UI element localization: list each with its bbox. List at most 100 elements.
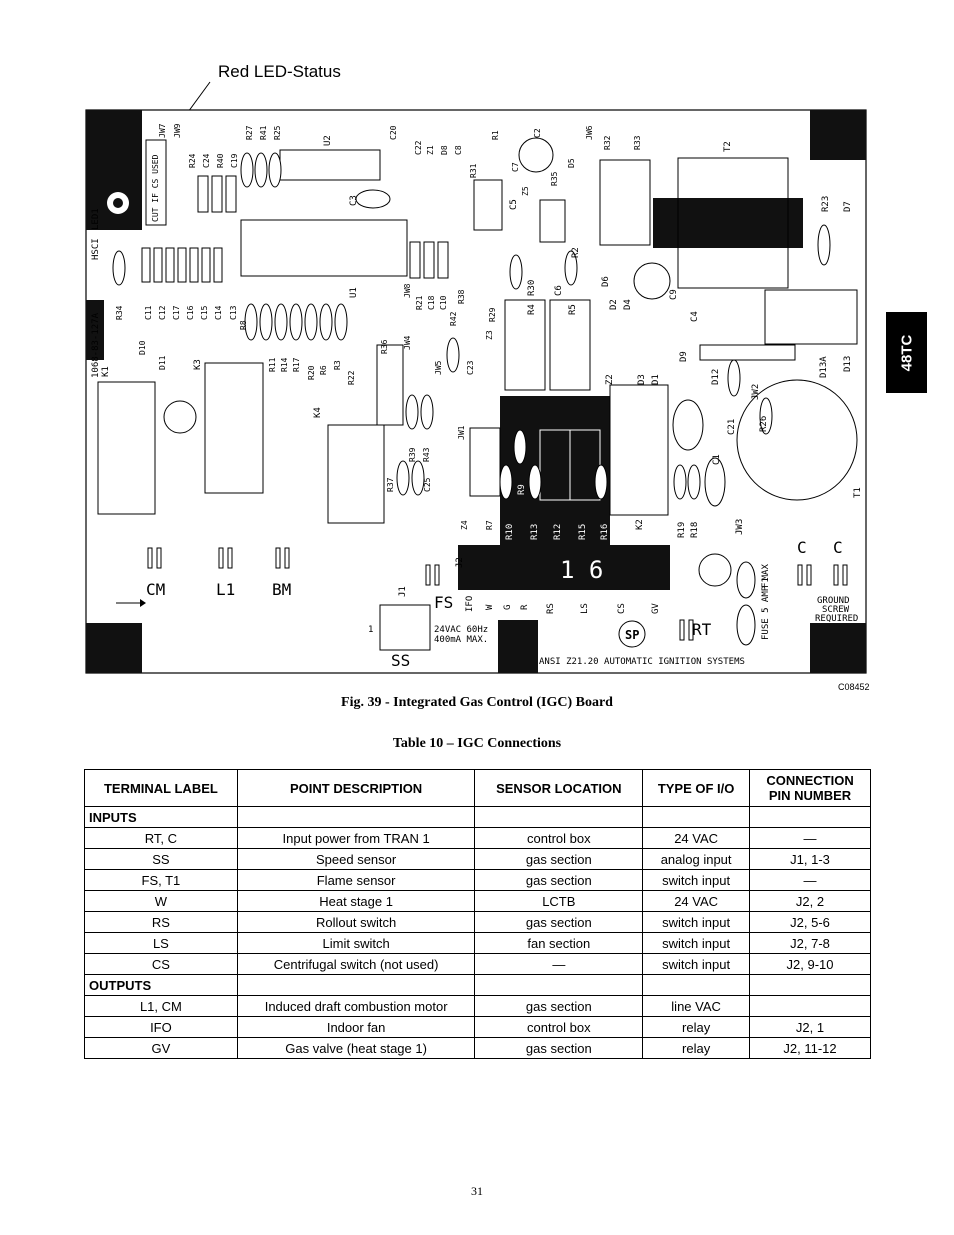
- j2-pin-labels: IFO W G R RS LS CS GV: [465, 596, 661, 614]
- svg-text:R34: R34: [115, 305, 124, 320]
- table-cell: —: [474, 953, 644, 975]
- corner-block-bottom-left: [86, 623, 142, 673]
- chip-u1: [240, 219, 408, 277]
- section-tab-48tc: 48TC: [886, 312, 927, 393]
- svg-text:R15: R15: [578, 524, 588, 540]
- component-reference-labels-left: R34 C11 C12 C17 C16 C15 C14 C13 D10 D11 …: [115, 283, 497, 530]
- misc-components: [376, 159, 796, 651]
- svg-text:D10: D10: [138, 340, 147, 355]
- svg-text:D9: D9: [679, 351, 689, 362]
- svg-text:R11: R11: [268, 357, 277, 372]
- j2-connector-block: [458, 545, 670, 590]
- table-section-row: INPUTS: [84, 806, 871, 828]
- svg-text:D11: D11: [158, 355, 167, 370]
- page-number: 31: [471, 1184, 483, 1198]
- relay-k4-label: K4: [313, 407, 323, 418]
- table-cell: RS: [84, 911, 238, 933]
- svg-text:R: R: [520, 604, 530, 610]
- table-cell: line VAC: [642, 995, 751, 1017]
- table-cell: J2, 11-12: [749, 1037, 871, 1059]
- table-cell: CS: [84, 953, 238, 975]
- screw-label: SCREW: [822, 605, 850, 615]
- table-cell: J2, 5-6: [749, 911, 871, 933]
- svg-text:C4: C4: [690, 311, 700, 322]
- svg-text:R36: R36: [380, 339, 389, 354]
- table-header-row: TERMINAL LABEL POINT DESCRIPTION SENSOR …: [84, 769, 871, 807]
- table-cell: gas section: [474, 995, 644, 1017]
- svg-text:Z2: Z2: [605, 374, 615, 385]
- header-sensor-location: SENSOR LOCATION: [474, 769, 644, 807]
- component-reference-labels: JW7 JW9 R24 C24 R40 C19 R27 R41 R25 C20 …: [158, 123, 642, 196]
- svg-text:C20: C20: [389, 125, 398, 140]
- svg-text:R2: R2: [571, 247, 581, 258]
- svg-text:W: W: [485, 604, 495, 610]
- resistor-ellipses: [112, 152, 831, 500]
- table-cell: J2, 2: [749, 890, 871, 912]
- svg-text:C19: C19: [230, 153, 239, 168]
- table-cell: LCTB: [474, 890, 644, 912]
- svg-text:D1: D1: [651, 374, 661, 385]
- svg-text:JW4: JW4: [403, 335, 412, 350]
- svg-text:D2: D2: [609, 299, 619, 310]
- table-cell: [474, 974, 644, 996]
- svg-text:C12: C12: [158, 305, 167, 320]
- svg-text:R42: R42: [449, 311, 458, 326]
- header-type-of-io: TYPE OF I/O: [642, 769, 751, 807]
- table-cell: [749, 995, 871, 1017]
- table-cell: Heat stage 1: [236, 890, 476, 912]
- svg-text:R17: R17: [292, 357, 301, 372]
- transformer-t2-label: T2: [723, 141, 733, 152]
- svg-text:R43: R43: [422, 447, 431, 462]
- svg-text:Z4: Z4: [460, 520, 469, 530]
- relay-k3-label: K3: [193, 359, 203, 370]
- svg-text:C17: C17: [172, 305, 181, 320]
- svg-text:C11: C11: [144, 305, 153, 320]
- terminal-rt-label: RT: [692, 620, 712, 639]
- ground-label: GROUND: [817, 596, 850, 606]
- svg-text:R27: R27: [245, 125, 254, 140]
- svg-text:C18: C18: [427, 295, 436, 310]
- svg-text:C6: C6: [554, 285, 564, 296]
- jumper-label: CUT IF CS USED: [151, 154, 160, 222]
- svg-text:R12: R12: [553, 524, 563, 540]
- table-cell: [749, 974, 871, 996]
- svg-text:R5: R5: [568, 304, 578, 315]
- svg-text:JW5: JW5: [434, 360, 443, 375]
- section-label: OUTPUTS: [84, 974, 238, 996]
- table-cell: FS, T1: [84, 869, 238, 891]
- transformer-t1-label: T1: [853, 487, 863, 498]
- table-cell: [749, 806, 871, 828]
- svg-text:R40: R40: [216, 153, 225, 168]
- table-cell: IFO: [84, 1016, 238, 1038]
- svg-text:R23: R23: [821, 196, 831, 212]
- svg-text:C14: C14: [214, 305, 223, 320]
- svg-text:C23: C23: [466, 360, 475, 375]
- header-terminal-label: TERMINAL LABEL: [84, 769, 238, 807]
- svg-text:C16: C16: [186, 305, 195, 320]
- svg-text:R24: R24: [188, 153, 197, 168]
- table-cell: Centrifugal switch (not used): [236, 953, 476, 975]
- svg-text:R22: R22: [347, 370, 356, 385]
- table-cell: SS: [84, 848, 238, 870]
- svg-text:C15: C15: [200, 305, 209, 320]
- table-cell: Gas valve (heat stage 1): [236, 1037, 476, 1059]
- svg-text:R6: R6: [319, 365, 328, 375]
- svg-text:C21: C21: [727, 419, 737, 435]
- connector-j2-label: J2: [455, 557, 465, 568]
- table-cell: [642, 974, 751, 996]
- table-cell: analog input: [642, 848, 751, 870]
- table-cell: fan section: [474, 932, 644, 954]
- table-cell: Induced draft combustion motor: [236, 995, 476, 1017]
- svg-text:R13: R13: [530, 524, 540, 540]
- svg-text:R41: R41: [259, 125, 268, 140]
- table-cell: J2, 9-10: [749, 953, 871, 975]
- relay-block: [500, 396, 610, 546]
- svg-text:C5: C5: [509, 199, 519, 210]
- table-cell: Speed sensor: [236, 848, 476, 870]
- transformer-t2: [653, 198, 803, 248]
